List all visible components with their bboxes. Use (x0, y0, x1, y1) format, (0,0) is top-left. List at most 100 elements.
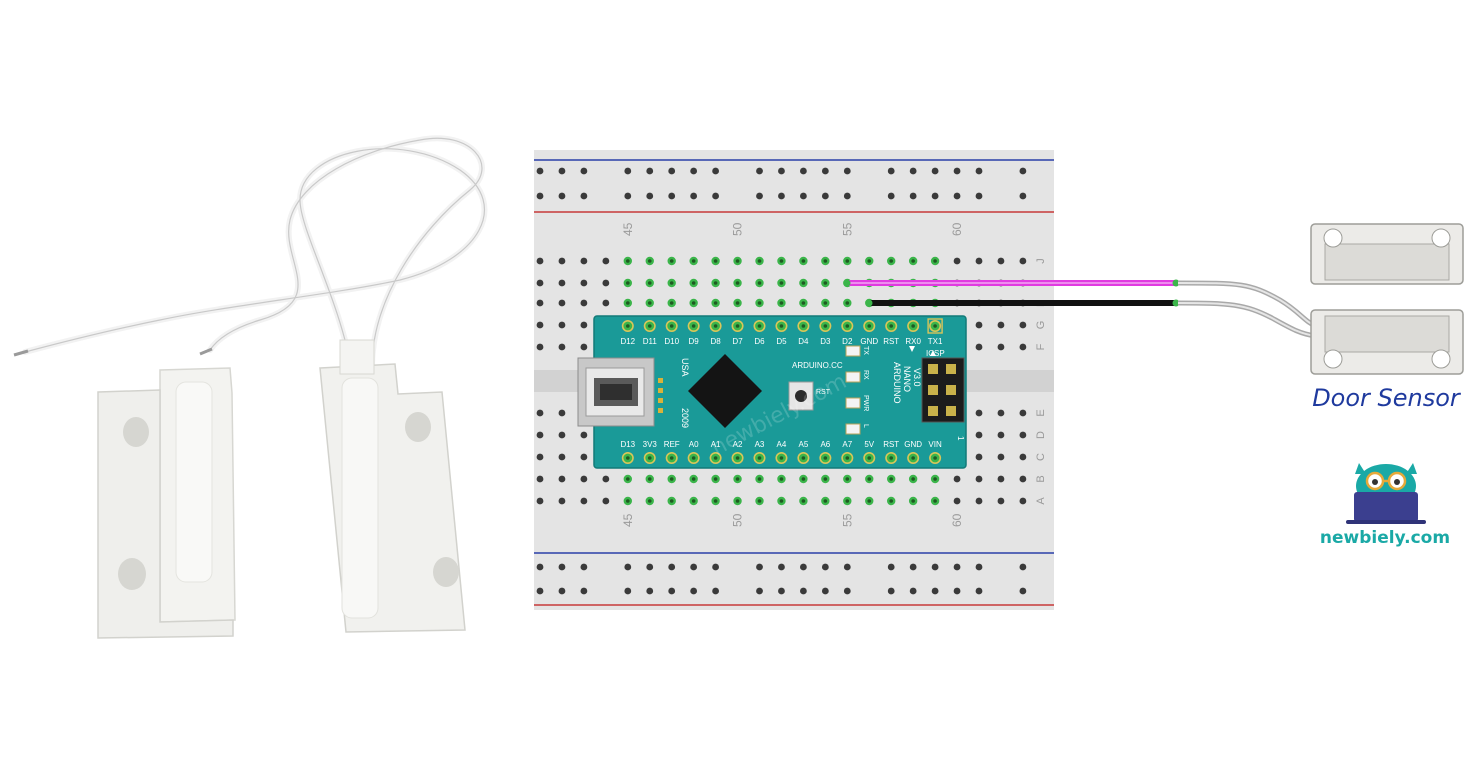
rail-hole (690, 587, 698, 595)
bottom-pin-label: A2 (733, 440, 743, 449)
row-letter: F (1035, 343, 1047, 350)
row-letter: A (1035, 497, 1047, 505)
bottom-pin-label: VIN (928, 440, 942, 449)
top-pin-label: D6 (754, 337, 765, 346)
rail-hole (690, 192, 698, 200)
icsp-header (921, 357, 965, 423)
breadboard-hole (975, 475, 983, 483)
breadboard-hole (580, 343, 588, 351)
rail-hole (887, 563, 895, 571)
breadboard-hole (1019, 431, 1027, 439)
rail-hole (800, 587, 807, 595)
rail-hole (646, 587, 654, 595)
rail-hole (668, 167, 676, 175)
top-pin-label: RST (883, 337, 899, 346)
rail-hole (909, 587, 917, 595)
breadboard-hole (536, 409, 544, 417)
rail-hole (558, 587, 566, 595)
top-pin-label: D2 (842, 337, 853, 346)
bottom-pin-label: 5V (864, 440, 874, 449)
breadboard-hole (580, 431, 588, 439)
column-number: 60 (950, 513, 964, 527)
breadboard-hole (580, 299, 588, 307)
breadboard-hole (580, 475, 588, 483)
rail-hole (975, 167, 983, 175)
rail-hole (843, 192, 851, 200)
door-sensor-graphic (1310, 223, 1464, 375)
pin-marker-arrow (909, 346, 915, 352)
rail-hole (975, 563, 983, 571)
row-letter: D (1035, 431, 1047, 439)
bottom-pin-label: RST (883, 440, 899, 449)
top-pin-label: D9 (689, 337, 700, 346)
rail-hole (887, 167, 895, 175)
breadboard-hole (580, 497, 588, 505)
breadboard-hole (536, 453, 544, 461)
breadboard-hole (1019, 475, 1027, 483)
breadboard-hole (580, 257, 588, 265)
rail-hole (800, 563, 807, 571)
rail-hole (756, 587, 763, 595)
rail-hole (580, 587, 588, 595)
breadboard-hole (536, 431, 544, 439)
breadboard-hole (558, 409, 566, 417)
rail-hole (778, 563, 785, 571)
rail-hole (580, 563, 588, 571)
rail-hole (756, 563, 763, 571)
breadboard-hole (975, 257, 983, 265)
rail-hole (821, 563, 829, 571)
breadboard-hole (953, 257, 961, 265)
breadboard-hole (953, 475, 961, 483)
bottom-pin-label: REF (664, 440, 680, 449)
breadboard-hole (536, 257, 544, 265)
row-letter: J (1035, 258, 1047, 264)
bottom-pin-label: GND (904, 440, 922, 449)
breadboard-hole (558, 279, 566, 287)
breadboard-hole (997, 321, 1005, 329)
led-label-rx: RX (862, 370, 869, 380)
rail-hole (690, 563, 698, 571)
breadboard-hole (975, 409, 983, 417)
status-leds (845, 345, 861, 435)
arduino-nano: D12D13D113V3D10REFD9A0D8A1D7A2D6A3D5A4D4… (577, 315, 967, 469)
rail-hole (712, 192, 719, 200)
top-pin-label: D3 (820, 337, 831, 346)
breadboard-hole (602, 497, 610, 505)
top-pin-label: GND (860, 337, 878, 346)
rail-hole (1019, 587, 1027, 595)
row-letter: B (1035, 475, 1047, 482)
breadboard-hole (997, 497, 1005, 505)
icsp-pin1-label: 1 (956, 436, 965, 441)
rail-hole (668, 563, 676, 571)
rail-hole (931, 587, 939, 595)
breadboard-hole (975, 343, 983, 351)
bottom-pin-label: A6 (820, 440, 830, 449)
breadboard-hole (602, 299, 610, 307)
rail-hole (536, 167, 544, 175)
top-pin-label: RX0 (905, 337, 921, 346)
rail-hole (931, 167, 939, 175)
bottom-pin-label: A0 (689, 440, 699, 449)
brand-name: newbiely.com (1319, 528, 1451, 548)
rail-hole (953, 192, 961, 200)
rail-hole (558, 192, 566, 200)
breadboard-hole (997, 343, 1005, 351)
breadboard-hole (580, 321, 588, 329)
rail-hole (668, 192, 676, 200)
column-number: 45 (621, 222, 635, 236)
breadboard-hole (558, 453, 566, 461)
rail-hole (975, 587, 983, 595)
rail-hole (821, 587, 829, 595)
usa-text: USA (680, 358, 690, 377)
reset-button[interactable] (788, 381, 814, 411)
rail-hole (931, 192, 939, 200)
breadboard-hole (1019, 321, 1027, 329)
owl-logo-icon (1346, 463, 1426, 524)
wires (843, 279, 1318, 339)
column-number: 45 (621, 513, 635, 527)
rail-hole (843, 587, 851, 595)
top-pin-label: D5 (776, 337, 787, 346)
rail-hole (624, 587, 632, 595)
breadboard-hole (602, 475, 610, 483)
